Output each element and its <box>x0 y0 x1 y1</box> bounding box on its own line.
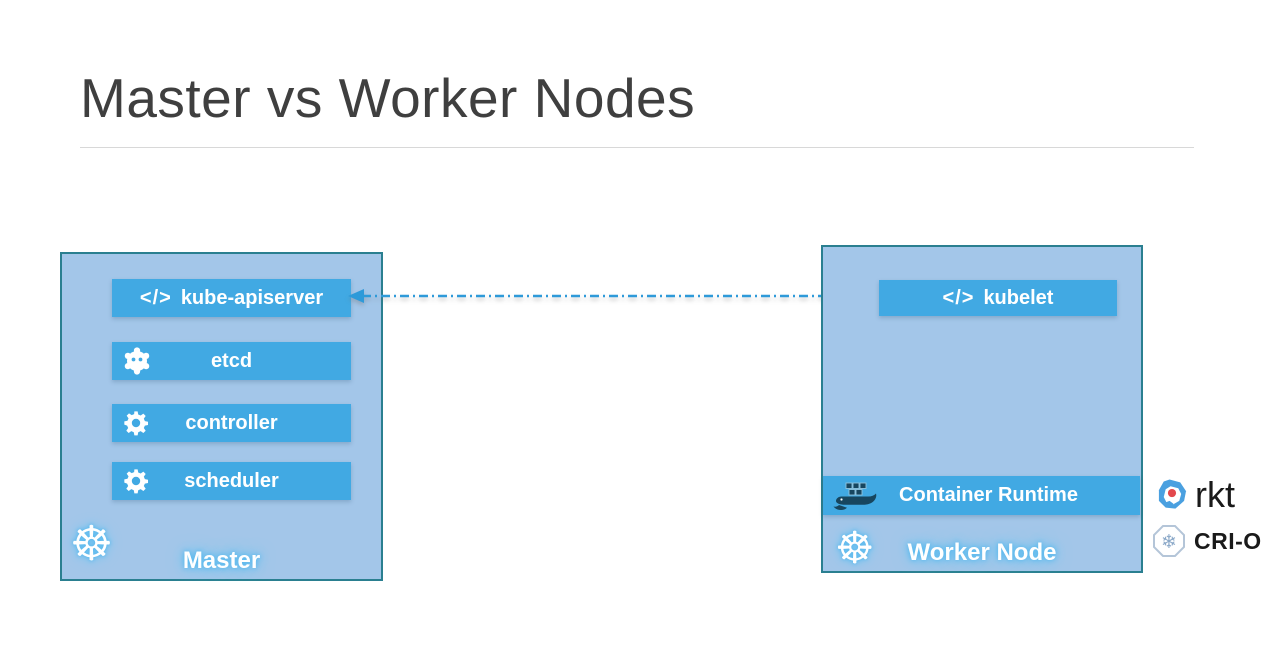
crio-logo-icon: ❄ <box>1151 524 1187 558</box>
gear-icon <box>122 467 150 495</box>
svg-text:❄: ❄ <box>1161 531 1177 553</box>
api-kubelet-connection-arrow <box>348 289 878 303</box>
worker-node-box: </> kubelet Container Run <box>821 245 1143 573</box>
container-runtime-bar: Container Runtime <box>823 476 1140 515</box>
code-icon: </> <box>942 286 975 309</box>
etcd-gear-icon <box>122 346 152 376</box>
scheduler-bar: scheduler <box>112 462 351 500</box>
kubernetes-wheel-icon: ☸ <box>835 523 875 574</box>
runtime-crio: ❄ CRI-O <box>1151 524 1262 558</box>
worker-node-label: Worker Node <box>907 539 1057 566</box>
etcd-bar: etcd <box>112 342 351 380</box>
container-runtime-label: Container Runtime <box>899 484 1078 506</box>
etcd-label: etcd <box>210 349 253 372</box>
master-node-box: </> kube-apiserver etcd <box>60 252 383 581</box>
runtime-rkt: rkt <box>1156 477 1235 513</box>
master-node-label: Master <box>182 547 261 574</box>
scheduler-label: scheduler <box>184 469 279 492</box>
page-title: Master vs Worker Nodes <box>80 67 696 129</box>
kube-apiserver-bar: </> kube-apiserver <box>112 279 351 317</box>
gear-icon <box>122 409 150 437</box>
kubelet-bar: </> kubelet <box>879 280 1117 316</box>
rkt-label: rkt <box>1195 474 1235 515</box>
controller-label: controller <box>185 411 278 434</box>
crio-label: CRI-O <box>1194 527 1262 554</box>
kubernetes-wheel-icon: ☸ <box>70 516 114 572</box>
kube-apiserver-label: kube-apiserver <box>180 286 324 309</box>
kubelet-label: kubelet <box>983 286 1054 309</box>
docker-whale-icon <box>833 480 879 512</box>
code-icon: </> <box>139 286 172 309</box>
title-underline <box>80 147 1194 148</box>
rkt-logo-icon <box>1156 478 1187 512</box>
controller-bar: controller <box>112 404 351 442</box>
